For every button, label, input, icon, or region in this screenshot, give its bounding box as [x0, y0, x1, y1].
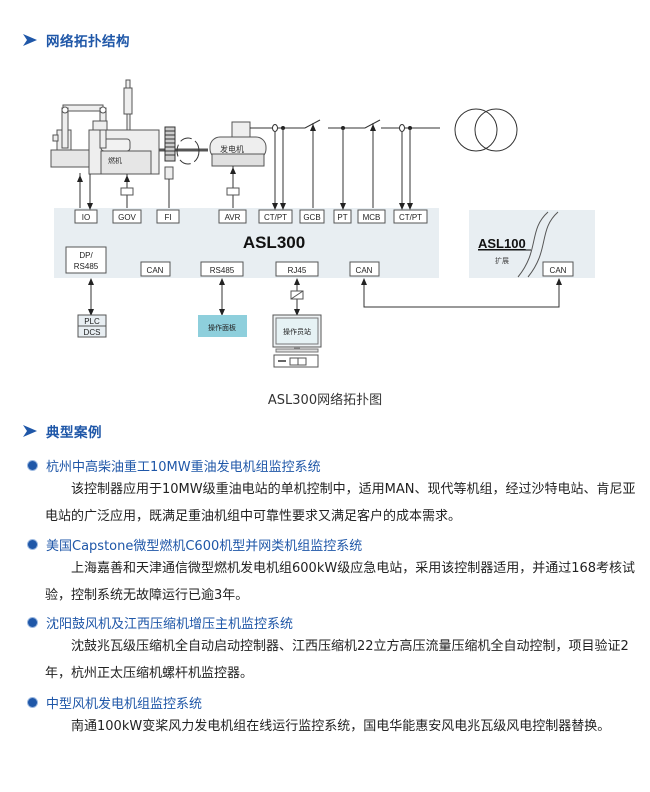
top-port-mcb	[357, 209, 386, 224]
power-bus	[250, 108, 518, 152]
case-title: 沈阳鼓风机及江西压缩机增压主机监控系统	[46, 616, 294, 632]
expansion-sub: 扩展	[495, 256, 509, 265]
top-port-label: CT/PT	[264, 213, 287, 222]
top-port-ct-pt	[258, 209, 293, 224]
dp-rs485-port	[65, 246, 107, 274]
top-port-label: GCB	[303, 213, 320, 222]
svg-text:CAN: CAN	[147, 266, 164, 275]
top-port-fi	[156, 209, 180, 224]
operation-panel	[198, 315, 247, 337]
case-description: 上海嘉善和天津通信微型燃机发电机组600kW级应急电站，采用该控制器适用，并通过…	[45, 561, 636, 603]
bullet-dot-icon	[28, 539, 37, 549]
top-port-gov	[112, 209, 142, 224]
top-port-label: PT	[337, 213, 347, 222]
case-description: 沈鼓兆瓦级压缩机全自动启动控制器、江西压缩机22立方高压流量压缩机全自动控制，项…	[45, 639, 629, 681]
case-item: 美国Capstone微型燃机C600机型并网类机组监控系统 上海嘉善和天津通信微…	[28, 533, 638, 609]
case-description: 该控制器应用于10MW级重油电站的单机控制中，适用MAN、现代等机组，经过沙特电…	[45, 482, 636, 524]
case-title: 杭州中高柴油重工10MW重油发电机组监控系统	[46, 459, 321, 475]
rj45-port	[275, 261, 319, 277]
diagram-caption: ASL300网络拓扑图	[267, 393, 383, 408]
arrow-bullet-icon	[23, 425, 37, 437]
bullet-dot-icon	[28, 697, 37, 707]
svg-text:操作面板: 操作面板	[208, 323, 236, 332]
svg-text:RS485: RS485	[210, 266, 235, 275]
top-port-avr	[218, 209, 247, 224]
case-description: 南通100kW变桨风力发电机组在线运行监控系统，国电华能惠安风电兆瓦级风电控制器…	[71, 719, 611, 734]
svg-text:RJ45: RJ45	[288, 266, 307, 275]
expansion-name: ASL100	[478, 236, 526, 251]
top-port-label: GOV	[118, 213, 136, 222]
case-title: 中型风机发电机组监控系统	[46, 696, 203, 712]
bullet-dot-icon	[28, 617, 37, 627]
case-title: 美国Capstone微型燃机C600机型并网类机组监控系统	[46, 538, 363, 554]
case-item: 中型风机发电机组监控系统 南通100kW变桨风力发电机组在线运行监控系统，国电华…	[28, 691, 638, 740]
case-item: 沈阳鼓风机及江西压缩机增压主机监控系统 沈鼓兆瓦级压缩机全自动启动控制器、江西压…	[28, 611, 638, 687]
top-port-label: CT/PT	[399, 213, 422, 222]
top-port-pt	[333, 209, 352, 224]
top-port-gcb	[299, 209, 325, 224]
can-port-2	[349, 261, 380, 277]
top-port-ct-pt	[393, 209, 428, 224]
top-port-label: IO	[82, 213, 90, 222]
plc-dcs-box: PLC DCS	[77, 314, 107, 338]
expansion-can-port	[542, 261, 574, 277]
generator-label: 发电机	[220, 144, 244, 154]
top-port-label: MCB	[363, 213, 381, 222]
top-port-group: IO GOV FI AVR CT/PT GCB PT MCB CT/PT	[74, 209, 428, 224]
case-item: 杭州中高柴油重工10MW重油发电机组监控系统 该控制器应用于10MW级重油电站的…	[28, 454, 638, 530]
svg-text:CAN: CAN	[550, 266, 567, 275]
svg-text:CAN: CAN	[356, 266, 373, 275]
controller-name: ASL300	[243, 233, 305, 252]
can-port-1	[140, 261, 171, 277]
coupling-icon	[164, 126, 200, 180]
operator-station-label: 操作员站	[283, 327, 311, 336]
engine-icon	[50, 79, 160, 175]
top-port-label: FI	[164, 213, 171, 222]
network-topology-diagram: ASL300 ASL100 扩展 CAN 燃机	[50, 79, 595, 368]
operator-station-icon	[272, 314, 322, 368]
bullet-dot-icon	[28, 460, 37, 470]
section-title: 网络拓扑结构	[46, 34, 130, 50]
rs485-port	[200, 261, 244, 277]
bottom-port-group: DP/ RS485 CAN RS485 RJ45 CAN	[65, 246, 380, 277]
engine-label: 燃机	[108, 156, 122, 165]
arrow-bullet-icon	[23, 34, 37, 46]
asl100-expansion	[469, 210, 595, 278]
top-port-label: AVR	[225, 213, 241, 222]
svg-text:RS485: RS485	[74, 262, 99, 271]
generator-icon	[209, 121, 267, 167]
section-header-cases: 典型案例	[22, 421, 102, 441]
svg-text:PLC: PLC	[84, 317, 100, 326]
section-header-topology: 网络拓扑结构	[22, 30, 130, 50]
svg-text:DCS: DCS	[84, 328, 101, 337]
section-title: 典型案例	[46, 425, 102, 441]
top-port-io	[74, 209, 98, 224]
svg-text:DP/: DP/	[79, 251, 93, 260]
